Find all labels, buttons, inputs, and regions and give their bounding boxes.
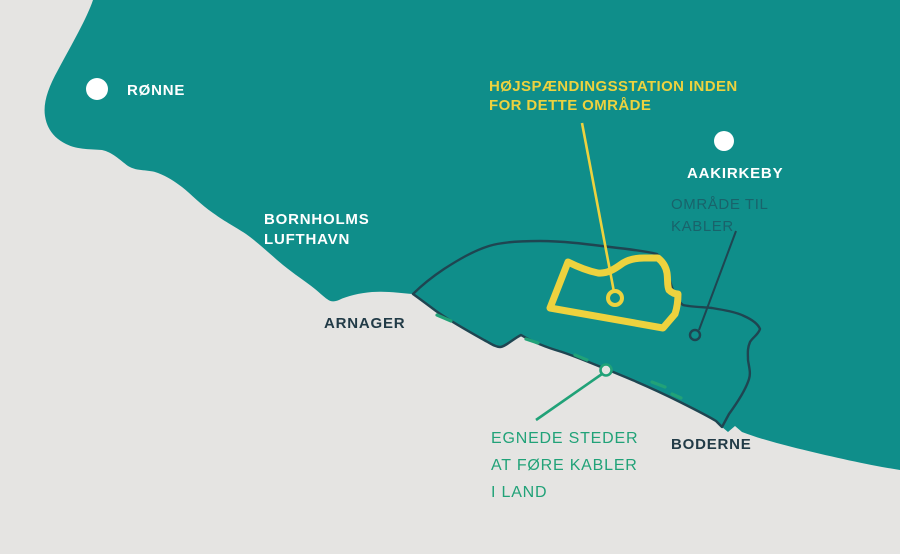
cable-area-outline	[411, 239, 762, 429]
landing-dash	[573, 353, 589, 362]
landing-dash	[435, 313, 453, 323]
annotation-landing-sites: EGNEDE STEDER AT FØRE KABLER I LAND	[491, 430, 639, 501]
landing-marker	[599, 363, 613, 377]
label-ronne: RØNNE	[127, 82, 186, 99]
station-leader-line	[580, 122, 616, 293]
aakirkeby-dot	[714, 131, 734, 151]
cable-area-leader-line	[698, 230, 737, 331]
landing-dash	[524, 337, 540, 345]
station-area-outline	[546, 254, 682, 332]
ronne-dot	[86, 78, 108, 100]
land-shape	[44, 0, 900, 470]
label-boderne: BODERNE	[671, 436, 752, 453]
cable-landing-dashes	[435, 313, 683, 400]
label-arnager: ARNAGER	[324, 315, 406, 332]
label-aakirkeby: AAKIRKEBY	[687, 165, 784, 182]
cable-area-marker	[688, 328, 702, 342]
annotation-station: HØJSPÆNDINGSSTATION INDEN FOR DETTE OMRÅ…	[489, 78, 738, 114]
annotation-cable-area: OMRÅDE TIL KABLER	[671, 196, 769, 235]
landing-dash	[670, 392, 683, 400]
landing-dash	[650, 380, 667, 389]
station-marker	[606, 289, 624, 307]
landing-leader-line	[535, 372, 603, 422]
label-bornholms-lufthavn: BORNHOLMS LUFTHAVN	[264, 211, 370, 248]
